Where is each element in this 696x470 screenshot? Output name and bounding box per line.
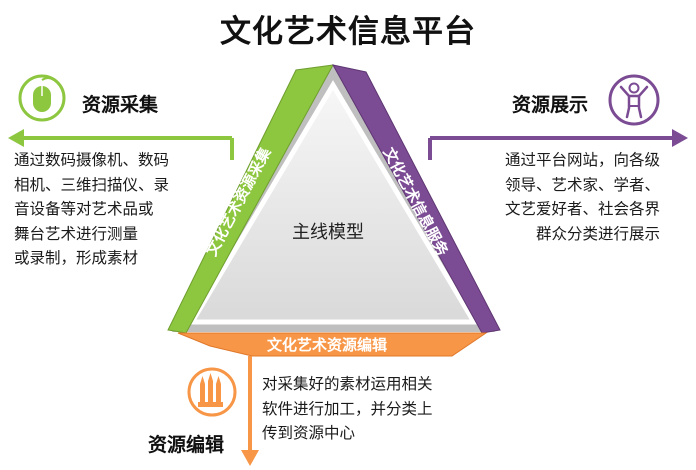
collect-line: 通过数码摄像机、数码	[14, 151, 170, 169]
collect-line: 舞台艺术进行测量	[14, 224, 139, 243]
center-label: 主线模型	[292, 222, 364, 243]
pencils-icon	[187, 367, 237, 417]
collect-heading: 资源采集	[82, 94, 159, 116]
display-band	[332, 64, 501, 334]
edit-band-label: 文化艺术资源编辑	[267, 336, 388, 354]
collect-line: 音设备等对艺术品或	[14, 200, 154, 218]
edit-description: 对采集好的素材运用相关 软件进行加工，并分类上 传到资源中心	[262, 372, 433, 446]
display-line: 文艺爱好者、社会各界	[504, 200, 660, 218]
display-heading: 资源展示	[512, 94, 589, 116]
edit-line: 对采集好的素材运用相关	[262, 375, 433, 393]
display-description: 通过平台网站，向各级 领导、艺术家、学者、 文艺爱好者、社会各界 群众分类进行展…	[505, 148, 660, 246]
collect-band	[167, 64, 334, 334]
edit-arrow-head	[241, 450, 259, 466]
person-icon	[608, 74, 660, 126]
display-line: 通过平台网站，向各级	[504, 151, 660, 169]
edit-line: 软件进行加工，并分类上	[262, 399, 433, 418]
diagram-title: 文化艺术信息平台	[220, 14, 476, 50]
display-arrow-head	[672, 129, 688, 147]
edit-band	[177, 332, 488, 357]
collect-line: 或录制，形成素材	[14, 249, 139, 267]
collect-arrow-head	[8, 129, 24, 147]
collect-description: 通过数码摄像机、数码 相机、三维扫描仪、录 音设备等对艺术品或 舞台艺术进行测量…	[14, 148, 169, 271]
edit-heading: 资源编辑	[148, 434, 225, 456]
display-line: 领导、艺术家、学者、	[504, 175, 660, 194]
collect-line: 相机、三维扫描仪、录	[14, 175, 170, 194]
center-triangle	[187, 80, 479, 325]
display-line: 群众分类进行展示	[535, 224, 660, 243]
edit-line: 传到资源中心	[262, 424, 356, 442]
mouse-icon	[18, 74, 66, 122]
